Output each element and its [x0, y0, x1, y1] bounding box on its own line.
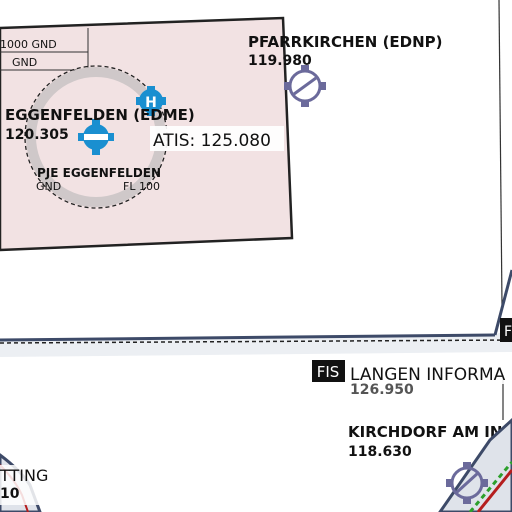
airfield-frequency-eggenfelden: 120.305: [5, 127, 69, 143]
airfield-name-pfarrkirchen: PFARRKIRCHEN (EDNP): [248, 33, 443, 51]
pje-name: PJE EGGENFELDEN: [37, 166, 161, 180]
airfield-frequency-pfarrkirchen: 119.980: [248, 53, 312, 69]
airfield-icon[interactable]: [78, 119, 114, 155]
airfield-icon[interactable]: [446, 462, 488, 504]
fis-name: LANGEN INFORMA: [350, 365, 506, 385]
restricted-area: [438, 417, 512, 512]
restricted-area-inner: [476, 469, 512, 512]
fis-boundary-band: [0, 330, 512, 357]
fis-boundary-line: [0, 333, 496, 342]
lower-limit-label: GND: [12, 56, 37, 69]
fis-boundary-line: [493, 269, 512, 336]
upper-limit-label: 1000 GND: [0, 38, 57, 51]
restricted-area-dashed: [468, 461, 512, 512]
airfield-name-kirchdorf: KIRCHDORF AM IN: [348, 423, 502, 441]
fis-badge-bg: [312, 360, 345, 382]
airfield-icon[interactable]: [284, 65, 326, 107]
pje-upper: FL 100: [123, 180, 160, 193]
airfield-name-eggenfelden: EGGENFELDEN (EDME): [5, 106, 195, 124]
bottom-left-frequency: 10: [0, 486, 20, 502]
pje-lower: GND: [36, 180, 61, 193]
fis-badge: FIS: [317, 363, 340, 381]
boundary-line: [498, 0, 503, 306]
fis-frequency: 126.950: [350, 382, 414, 398]
bottom-left-name: TTING: [0, 466, 48, 485]
airfield-frequency-kirchdorf: 118.630: [348, 444, 412, 460]
heliport-icon[interactable]: H: [136, 86, 166, 116]
fis-edge-badge: F: [504, 324, 512, 340]
atis-label: ATIS: 125.080: [153, 131, 271, 151]
fis-boundary-dashed: [0, 339, 512, 344]
heliport-letter: H: [145, 95, 157, 111]
fis-edge-badge-bg: [500, 318, 512, 342]
